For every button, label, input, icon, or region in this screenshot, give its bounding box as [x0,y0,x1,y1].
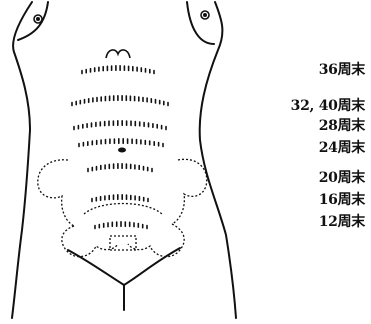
navel [118,148,126,153]
fundal-hatch-arc-12 [95,222,147,229]
xiphoid-mark [106,50,130,58]
pelvis-left-ilium [38,160,74,226]
fundal-label-24: 24周末 [319,140,365,156]
fundal-label-36: 36周末 [319,62,365,78]
fundal-hatch-arc-20 [88,164,152,172]
torso-right-contour [200,2,236,318]
left-breast-curve [18,2,48,40]
pelvis-right-lower [128,224,184,257]
fundal-hatch-arc-36 [82,66,154,74]
sacrum-arc [84,204,162,215]
pelvis-right-ilium [172,159,207,224]
fundal-hatch-arc-16 [92,195,148,202]
fundal-label-16: 16周末 [319,192,365,208]
torso-left-contour [12,2,32,318]
fundal-label-32-40: 32, 40周末 [291,98,365,114]
fundal-hatch-arc-28 [74,121,166,130]
fundal-hatch-arc-32-40 [72,96,168,106]
right-breast-curve [187,2,214,44]
groin-line [68,248,180,285]
fundal-label-28: 28周末 [319,118,365,134]
fundal-hatch-arc-24 [79,139,163,147]
fundal-label-12: 12周末 [319,214,365,230]
fundal-label-20: 20周末 [319,170,365,186]
